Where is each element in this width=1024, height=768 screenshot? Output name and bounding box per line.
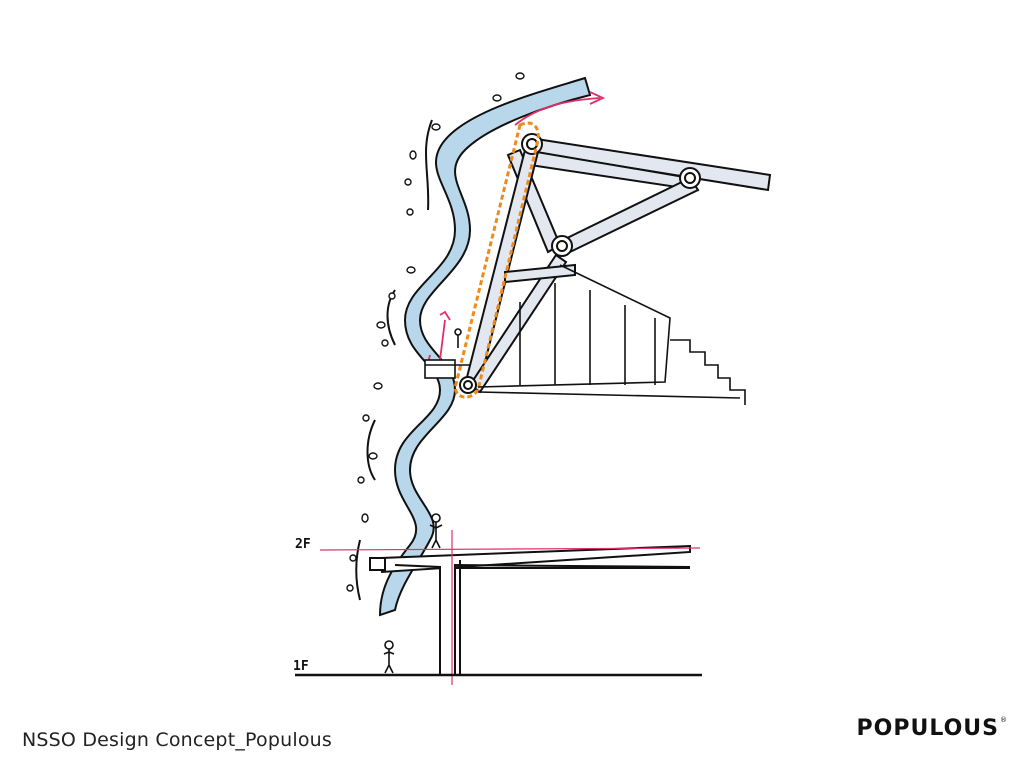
caption: NSSO Design Concept_Populous <box>22 729 332 751</box>
level-label-1f: 1F <box>293 659 309 674</box>
logo-text: POPULOUS <box>856 716 999 741</box>
populous-logo: POPULOUS® <box>857 716 1008 741</box>
level-label-2f: 2F <box>295 537 311 552</box>
human-figures <box>383 328 462 674</box>
balcony <box>424 359 470 379</box>
highlighted-column <box>453 121 540 399</box>
truss-nodes <box>459 133 701 394</box>
upper-floor-slab <box>369 544 691 676</box>
level-datum-lines <box>319 530 701 685</box>
trademark-symbol: ® <box>1000 716 1008 724</box>
seating-stands <box>477 264 746 405</box>
airflow-arrows <box>424 91 606 376</box>
roof-truss <box>463 136 772 394</box>
